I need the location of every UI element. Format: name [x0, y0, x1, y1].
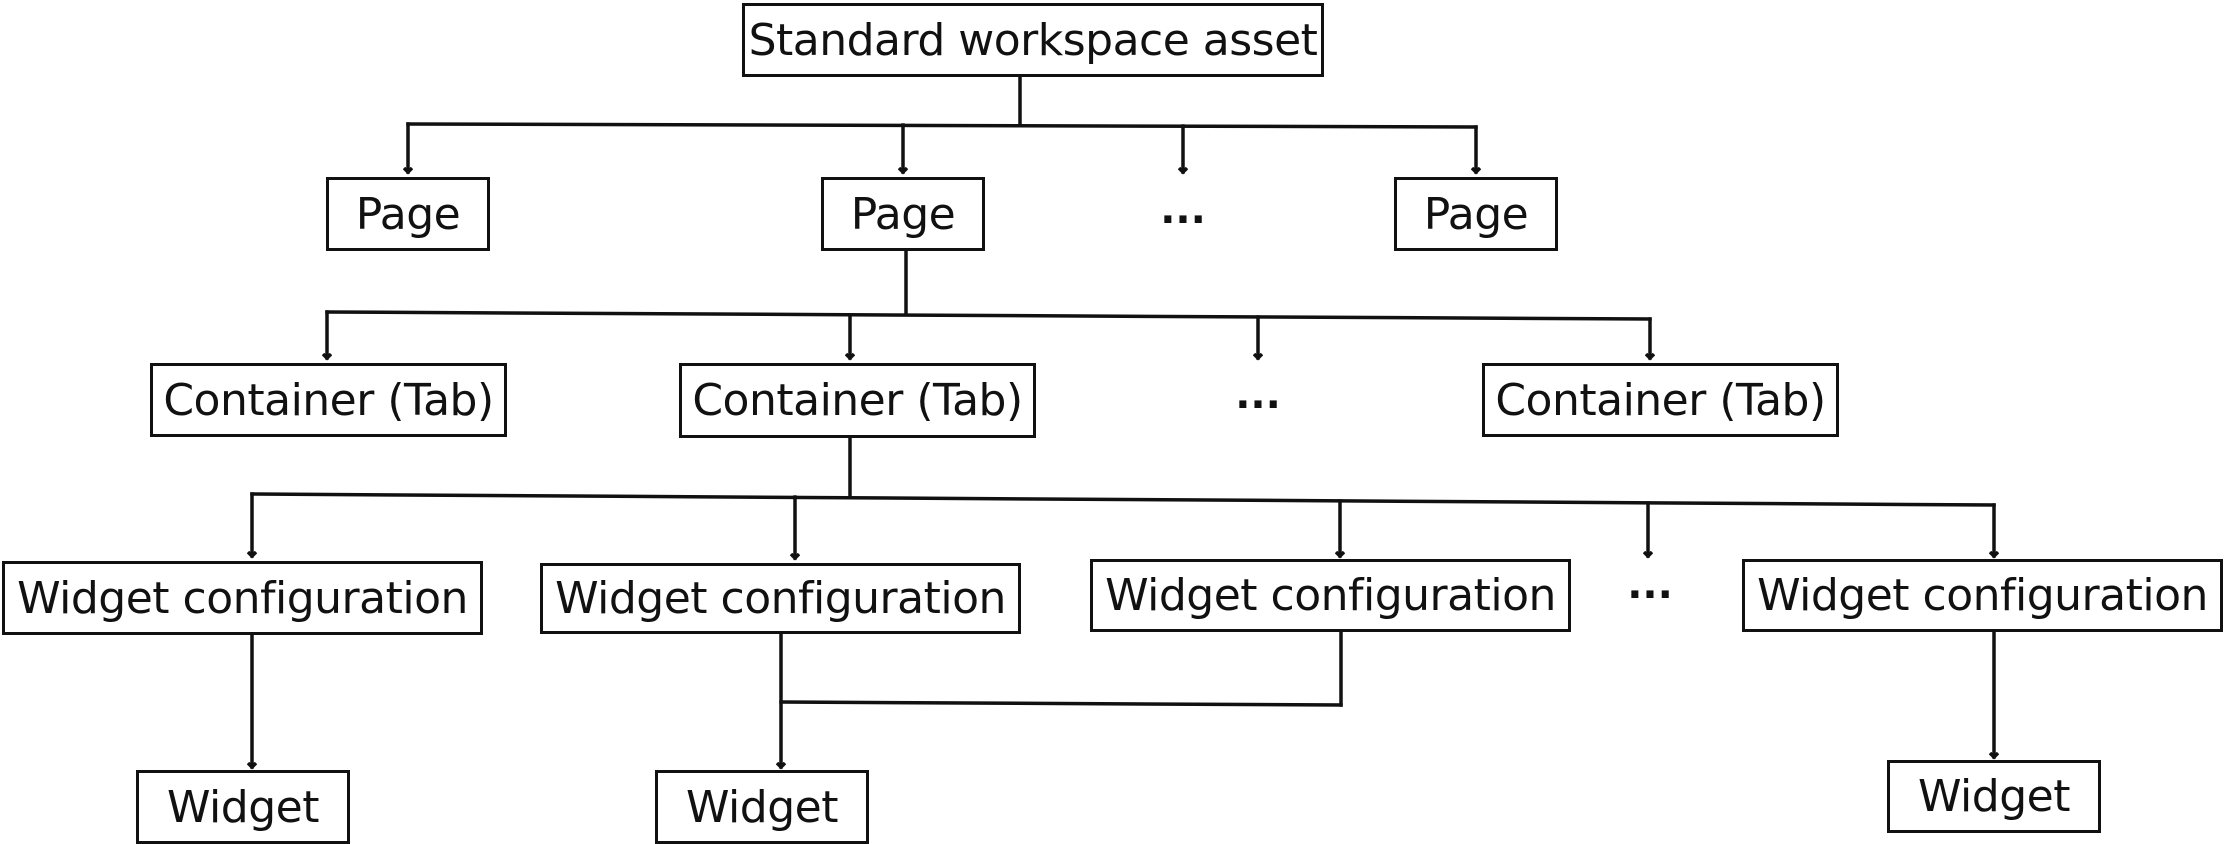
container-node-3: Container (Tab): [1482, 363, 1839, 437]
container-node-2: Container (Tab): [679, 363, 1036, 438]
widget-config-node-2: Widget configuration: [540, 563, 1021, 634]
widget-node-label: Widget: [1918, 771, 2070, 822]
page-node-label: Page: [355, 188, 461, 240]
widget-config-node-1: Widget configuration: [2, 561, 483, 635]
widget-config-node-label: Widget configuration: [555, 573, 1006, 624]
widget-config-ellipsis: ...: [1627, 562, 1673, 608]
widget-node-2: Widget: [655, 770, 869, 844]
container-node-label: Container (Tab): [163, 374, 494, 426]
widget-config-node-3: Widget configuration: [1090, 559, 1571, 632]
page-node-1: Page: [326, 177, 490, 251]
widget-config-node-label: Widget configuration: [1757, 570, 2208, 621]
root-node: Standard workspace asset: [742, 3, 1324, 77]
page-node-2: Page: [821, 177, 985, 251]
container-ellipsis: ...: [1235, 372, 1281, 418]
widget-node-label: Widget: [686, 781, 838, 833]
container-node-1: Container (Tab): [150, 363, 507, 437]
widget-node-label: Widget: [167, 781, 319, 833]
connector-container-bus: [250, 492, 1996, 507]
widget-config-node-4: Widget configuration: [1742, 559, 2223, 632]
widget-config-node-label: Widget configuration: [17, 572, 468, 624]
connector-root-bus: [406, 122, 1478, 129]
widget-node-3: Widget: [1887, 760, 2101, 833]
connector-page-bus: [325, 310, 1652, 321]
container-node-label: Container (Tab): [1495, 374, 1826, 426]
widget-config-node-label: Widget configuration: [1105, 570, 1556, 621]
page-node-label: Page: [850, 188, 956, 240]
widget-node-1: Widget: [136, 770, 350, 844]
root-node-label: Standard workspace asset: [748, 14, 1318, 66]
page-node-3: Page: [1394, 177, 1558, 251]
container-node-label: Container (Tab): [692, 375, 1023, 426]
connector-shared-widget-bus: [779, 700, 1343, 707]
page-ellipsis: ...: [1160, 187, 1206, 233]
page-node-label: Page: [1423, 188, 1529, 240]
